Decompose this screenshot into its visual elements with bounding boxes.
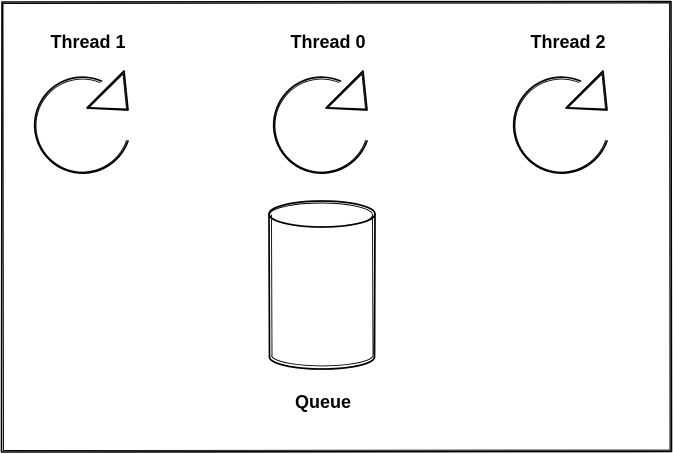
cycle-arrow-icon <box>33 70 129 174</box>
queue-node[interactable]: Queue <box>268 200 376 412</box>
thread-1-node[interactable]: Thread 1 <box>33 32 129 174</box>
thread-0-node[interactable]: Thread 0 <box>272 32 368 174</box>
thread-2-label: Thread 2 <box>530 32 605 52</box>
cycle-arrow-icon <box>272 70 368 174</box>
cylinder-icon <box>268 200 376 370</box>
cycle-arrow-icon <box>512 70 608 174</box>
queue-label: Queue <box>295 392 351 412</box>
thread-1-label: Thread 1 <box>50 32 125 52</box>
thread-0-label: Thread 0 <box>290 32 365 52</box>
thread-2-node[interactable]: Thread 2 <box>512 32 608 174</box>
